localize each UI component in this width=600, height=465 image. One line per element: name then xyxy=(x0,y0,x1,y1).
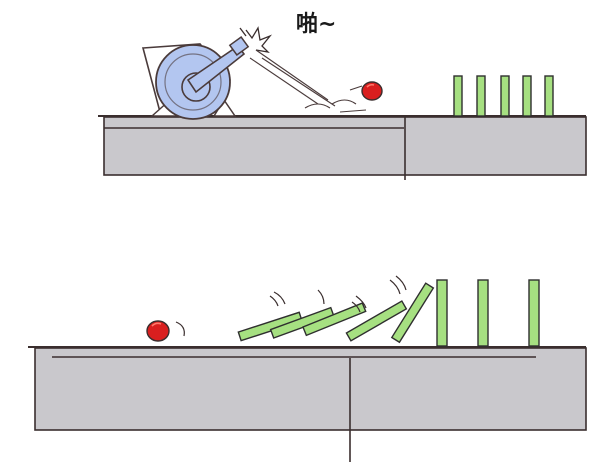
standing-dominoes xyxy=(453,75,554,117)
domino-icon xyxy=(453,75,463,117)
red-ball-icon xyxy=(361,81,383,101)
ball-trajectory xyxy=(249,49,367,113)
domino-icon xyxy=(528,279,540,347)
domino-icon xyxy=(390,282,435,344)
domino-icon xyxy=(345,300,408,342)
top-table-front xyxy=(103,116,587,176)
fallen-dominoes xyxy=(237,282,435,344)
motion-lines xyxy=(269,275,407,313)
impact-burst-icon xyxy=(239,26,273,53)
sound-effect-text: 啪~ xyxy=(296,12,337,37)
ball-launcher-icon xyxy=(141,35,250,120)
scene-topple xyxy=(28,275,600,462)
domino-icon xyxy=(476,75,486,117)
domino-icon xyxy=(477,279,489,347)
bottom-table-front xyxy=(34,347,587,431)
domino-icon xyxy=(302,302,367,337)
standing-dominoes xyxy=(436,279,540,347)
bottom-table xyxy=(28,346,600,462)
scene-launch xyxy=(98,26,600,180)
domino-icon xyxy=(522,75,532,117)
domino-icon xyxy=(544,75,554,117)
domino-icon xyxy=(500,75,510,117)
red-ball-icon xyxy=(146,320,185,342)
domino-icon xyxy=(436,279,448,347)
launcher-barrel xyxy=(186,44,246,94)
top-table xyxy=(98,115,600,180)
